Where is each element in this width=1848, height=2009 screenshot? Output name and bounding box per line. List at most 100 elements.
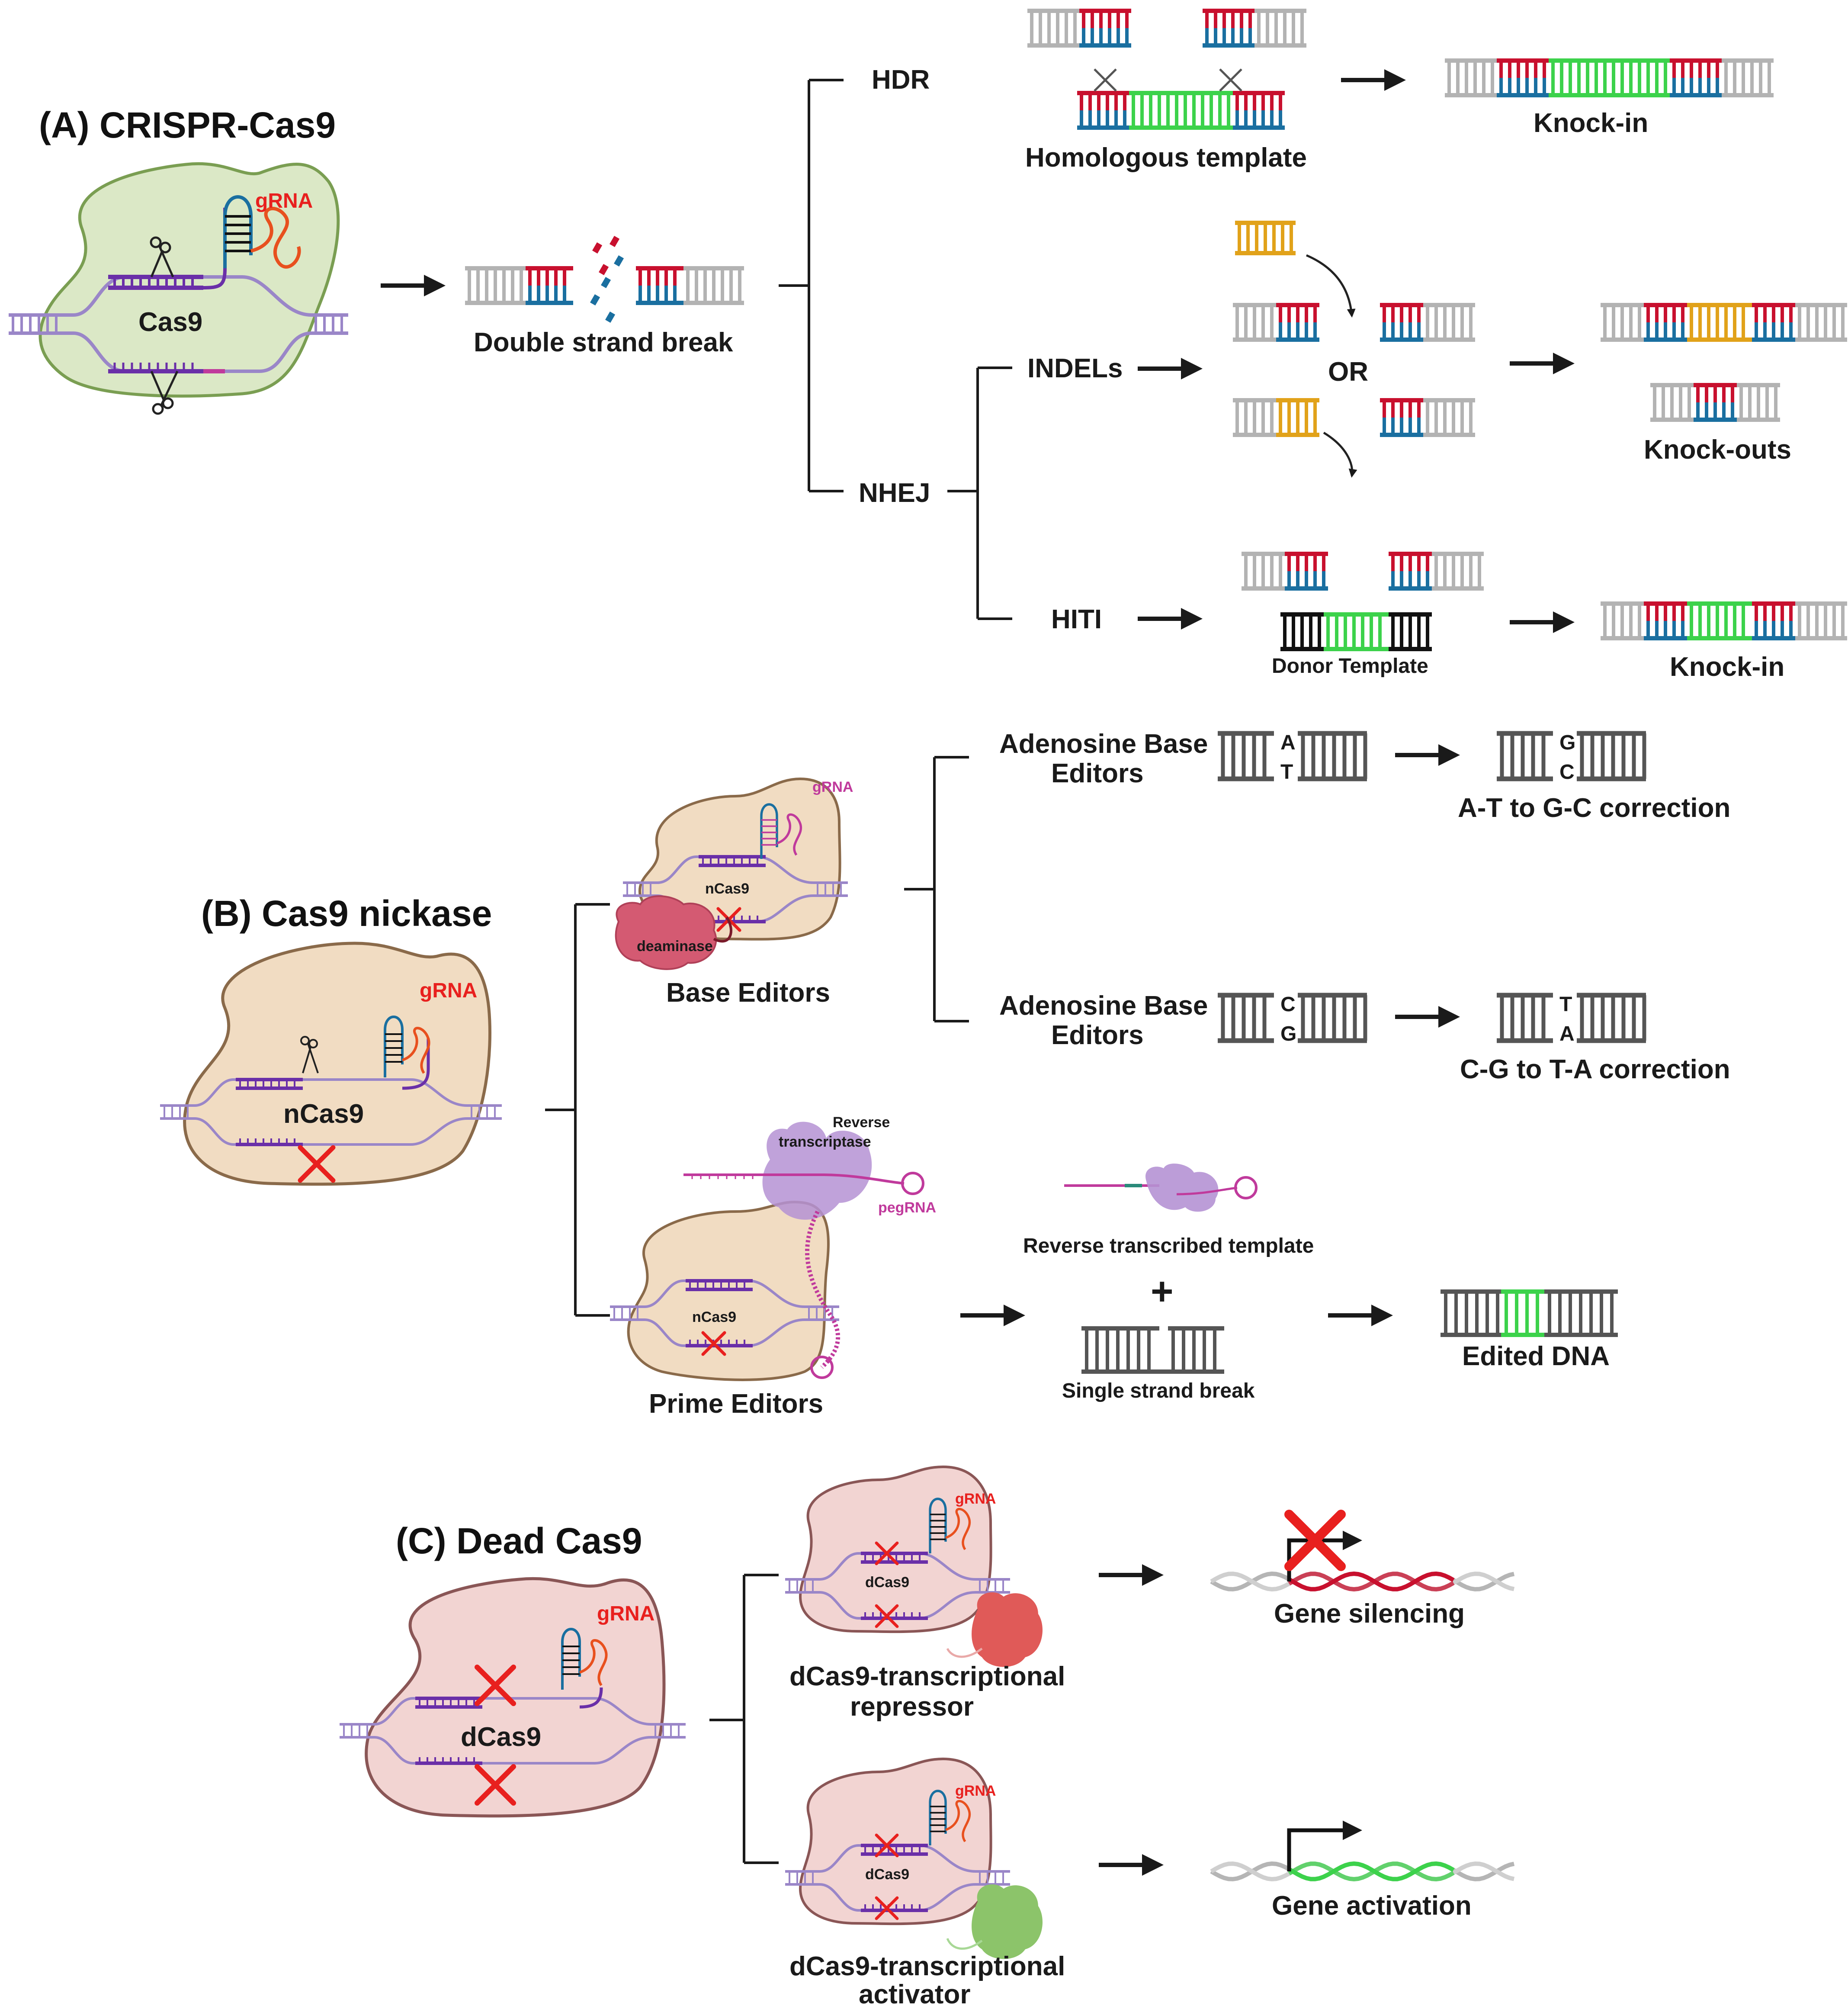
- hdr-dna: [1027, 9, 1774, 130]
- hdr-label: HDR: [872, 65, 930, 95]
- rt-label-line2: transcriptase: [779, 1134, 871, 1150]
- inactivation-x-icon: [875, 1541, 899, 1565]
- homologous-template-label: Homologous template: [1025, 143, 1307, 173]
- abe2-top-base: C: [1280, 993, 1296, 1016]
- panel-c: (C) Dead Cas9 gRNA dCas9 gRNA dCas9 dCas…: [340, 1465, 1515, 2009]
- edited-dna-label: Edited DNA: [1462, 1341, 1610, 1371]
- branch-bracket: [779, 79, 844, 492]
- inactivation-x-icon: [875, 1833, 899, 1858]
- hiti-knockin-label: Knock-in: [1670, 652, 1784, 682]
- cas9-grna-label: gRNA: [255, 190, 313, 212]
- scissors-icon: [308, 1039, 318, 1048]
- indels-label: INDELs: [1027, 354, 1123, 383]
- rt-label-line1: Reverse: [833, 1114, 890, 1131]
- knockouts-label: Knock-outs: [1644, 435, 1791, 465]
- grna-tail: [579, 1639, 608, 1686]
- inactivation-x-icon: [298, 1145, 336, 1183]
- prime-editor-dna: [610, 1279, 839, 1356]
- activator-complex-blob: [799, 1757, 992, 1925]
- abe1-bot-base: T: [1280, 761, 1293, 784]
- panel-c-title: (C) Dead Cas9: [396, 1520, 642, 1561]
- scissors-icon: [150, 236, 174, 278]
- abe2-result: C-G to T-A correction: [1460, 1054, 1730, 1084]
- ncas9-label: nCas9: [283, 1099, 364, 1129]
- hiti-label: HITI: [1051, 604, 1102, 634]
- linker: [713, 916, 732, 943]
- gene-activation-label: Gene activation: [1272, 1891, 1472, 1921]
- reverse-transcriptase-blob: [762, 1122, 872, 1220]
- activator-linker: [946, 1938, 983, 1950]
- gene-strand: [1288, 1572, 1455, 1592]
- prime-editors-label: Prime Editors: [649, 1389, 823, 1419]
- promoter-arrow-icon: [1287, 1820, 1362, 1871]
- rt-tail: [1176, 1186, 1238, 1196]
- hiti-dna: [1242, 552, 1847, 651]
- abe2-line2: Editors: [1051, 1020, 1144, 1050]
- activator-line1: dCas9-transcriptional: [789, 1951, 1065, 1981]
- pegrna-label: pegRNA: [878, 1199, 936, 1216]
- panel-b: (B) Cas9 nickase gRNA nCas9 gRNA nCas9 d…: [160, 729, 1730, 1419]
- gene-silencing-label: Gene silencing: [1274, 1599, 1465, 1629]
- abe1-line1: Adenosine Base: [999, 729, 1208, 759]
- grna-tail: [401, 1027, 430, 1074]
- plus-sign: +: [1151, 1270, 1174, 1313]
- grna-hairpin: [561, 1628, 581, 1690]
- scissors-icon: [150, 370, 179, 415]
- repressor-complex-blob: [799, 1465, 992, 1633]
- crossover-marks: [1094, 68, 1242, 92]
- pegrna-tail: [805, 1210, 841, 1369]
- abe1-result: A-T to G-C correction: [1458, 793, 1730, 823]
- pegrna-end-loop: [810, 1356, 834, 1379]
- abe2-bot-base: G: [1280, 1022, 1296, 1045]
- rt-loop: [1234, 1176, 1258, 1199]
- gene-strand: [1288, 1571, 1455, 1591]
- grna-tail: [945, 1800, 971, 1842]
- dna-fragment: [590, 294, 600, 306]
- dsb-dna: [465, 236, 744, 323]
- indel-dna: [1233, 221, 1847, 437]
- grna-tail: [945, 1508, 971, 1550]
- dna-fragment: [599, 264, 609, 276]
- repressor-domain-blob: [972, 1592, 1043, 1667]
- ncas9-grna-label: gRNA: [420, 979, 477, 1002]
- repressor-dna: [785, 1498, 1010, 1628]
- inactivation-x-icon: [475, 1764, 516, 1806]
- hdr-knockin-label: Knock-in: [1534, 108, 1648, 138]
- grna-hairpin: [384, 1016, 404, 1077]
- abe1-line2: Editors: [1051, 759, 1144, 788]
- dna-fragment: [605, 311, 616, 323]
- deaminase-label: deaminase: [637, 938, 713, 955]
- curved-arrow-icon: [1323, 431, 1357, 478]
- repressor-line1: dCas9-transcriptional: [789, 1662, 1065, 1691]
- inactivation-x-icon: [701, 1331, 726, 1356]
- base-editor-grna-label: gRNA: [812, 779, 853, 795]
- pegrna-strand: [683, 1173, 905, 1185]
- dcas9-grna-label: gRNA: [597, 1602, 654, 1625]
- inactivation-x-icon: [875, 1896, 899, 1920]
- base-editor-bracket: [904, 756, 969, 1022]
- act-grna-label: gRNA: [955, 1783, 996, 1799]
- repressor-line2: repressor: [850, 1692, 974, 1722]
- scissors-icon: [300, 1036, 310, 1045]
- pegrna-loop: [901, 1172, 924, 1195]
- edited-dna: [1441, 1289, 1618, 1337]
- panel-a: (A) CRISPR-Cas9: [9, 9, 1847, 682]
- abe2-res-top: T: [1559, 993, 1572, 1016]
- abe2-res-bot: A: [1559, 1022, 1575, 1045]
- gene-strand: [1288, 1861, 1455, 1881]
- nhej-bracket: [947, 366, 1012, 620]
- grna-hairpin: [760, 803, 778, 859]
- ncas9-dna: [160, 1016, 502, 1183]
- grna-tail: [776, 813, 802, 856]
- dna-strand-top: [340, 1697, 686, 1726]
- ssb-label: Single strand break: [1062, 1379, 1255, 1402]
- abe1-res-bot: C: [1559, 761, 1575, 784]
- or-label: OR: [1328, 357, 1368, 387]
- base-editor-ncas9-label: nCas9: [705, 881, 749, 897]
- grna-hairpin: [929, 1790, 947, 1845]
- cas9-dna: [9, 208, 348, 373]
- abe2-line1: Adenosine Base: [999, 991, 1208, 1021]
- base-edit-dna: [1218, 731, 1646, 1043]
